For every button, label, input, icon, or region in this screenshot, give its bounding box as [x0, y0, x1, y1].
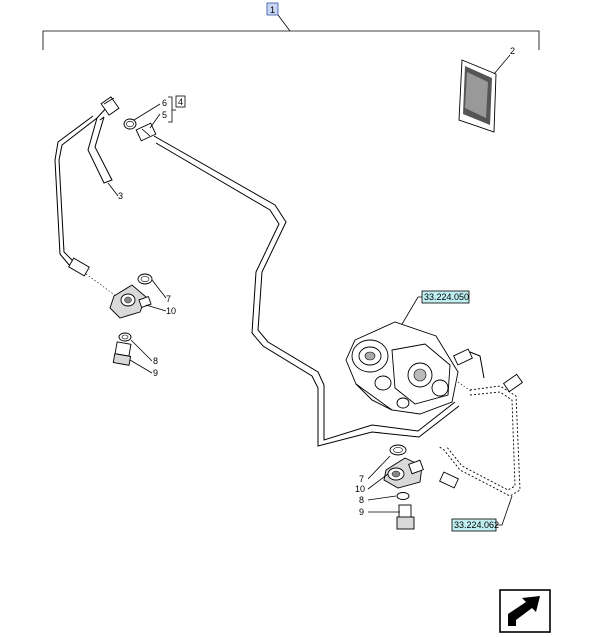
- dashed-pipe-right: [437, 373, 524, 497]
- pipe-part-3: [54, 96, 120, 277]
- top-callout[interactable]: 1: [266, 2, 279, 16]
- label-9-left: 9: [153, 368, 158, 378]
- top-callout-text: 1: [270, 5, 275, 15]
- banjo-fitting-part-10-right: [383, 457, 424, 489]
- washer-part-7-right: [389, 444, 407, 456]
- label-5: 5: [162, 110, 167, 120]
- label-2: 2: [510, 46, 515, 56]
- label-8-right: 8: [359, 495, 364, 505]
- label-7-left: 7: [166, 294, 171, 304]
- fitting-part-5: [135, 122, 157, 142]
- label-8-left: 8: [153, 356, 158, 366]
- pipe-fitting-lower-left: [68, 257, 90, 277]
- label-6: 6: [162, 98, 167, 108]
- banjo-bolt-part-9-right: [396, 504, 415, 530]
- label-7-right: 7: [359, 474, 364, 484]
- pipe-fitting-upper: [100, 96, 120, 116]
- ref-box-bottom[interactable]: 33.224.062: [451, 518, 499, 532]
- label-10-right: 10: [355, 484, 365, 494]
- washer-part-8-left: [118, 332, 132, 342]
- arrow-next-page-icon[interactable]: [499, 589, 551, 633]
- ref-pump-text: 33.224.050: [424, 292, 469, 302]
- washer-part-7-left: [137, 273, 153, 285]
- label-3: 3: [118, 191, 123, 201]
- ref-bottom-text: 33.224.062: [454, 520, 499, 530]
- manual-document-part: [458, 54, 511, 133]
- label-9-right: 9: [359, 507, 364, 517]
- bracket-4: 4: [168, 95, 186, 123]
- ref-box-pump[interactable]: 33.224.050: [421, 290, 470, 304]
- label-10-left: 10: [166, 306, 176, 316]
- pump-assembly: [345, 321, 459, 415]
- main-pipe: [153, 135, 460, 447]
- washer-part-8-right: [396, 492, 410, 500]
- o-ring-part-6: [123, 118, 137, 130]
- assembly-bracket: [42, 14, 540, 50]
- pump-outlet-fitting: [453, 348, 473, 366]
- banjo-bolt-part-9-left: [112, 341, 132, 366]
- banjo-fitting-part-10-left: [109, 284, 152, 319]
- label-4: 4: [178, 97, 183, 107]
